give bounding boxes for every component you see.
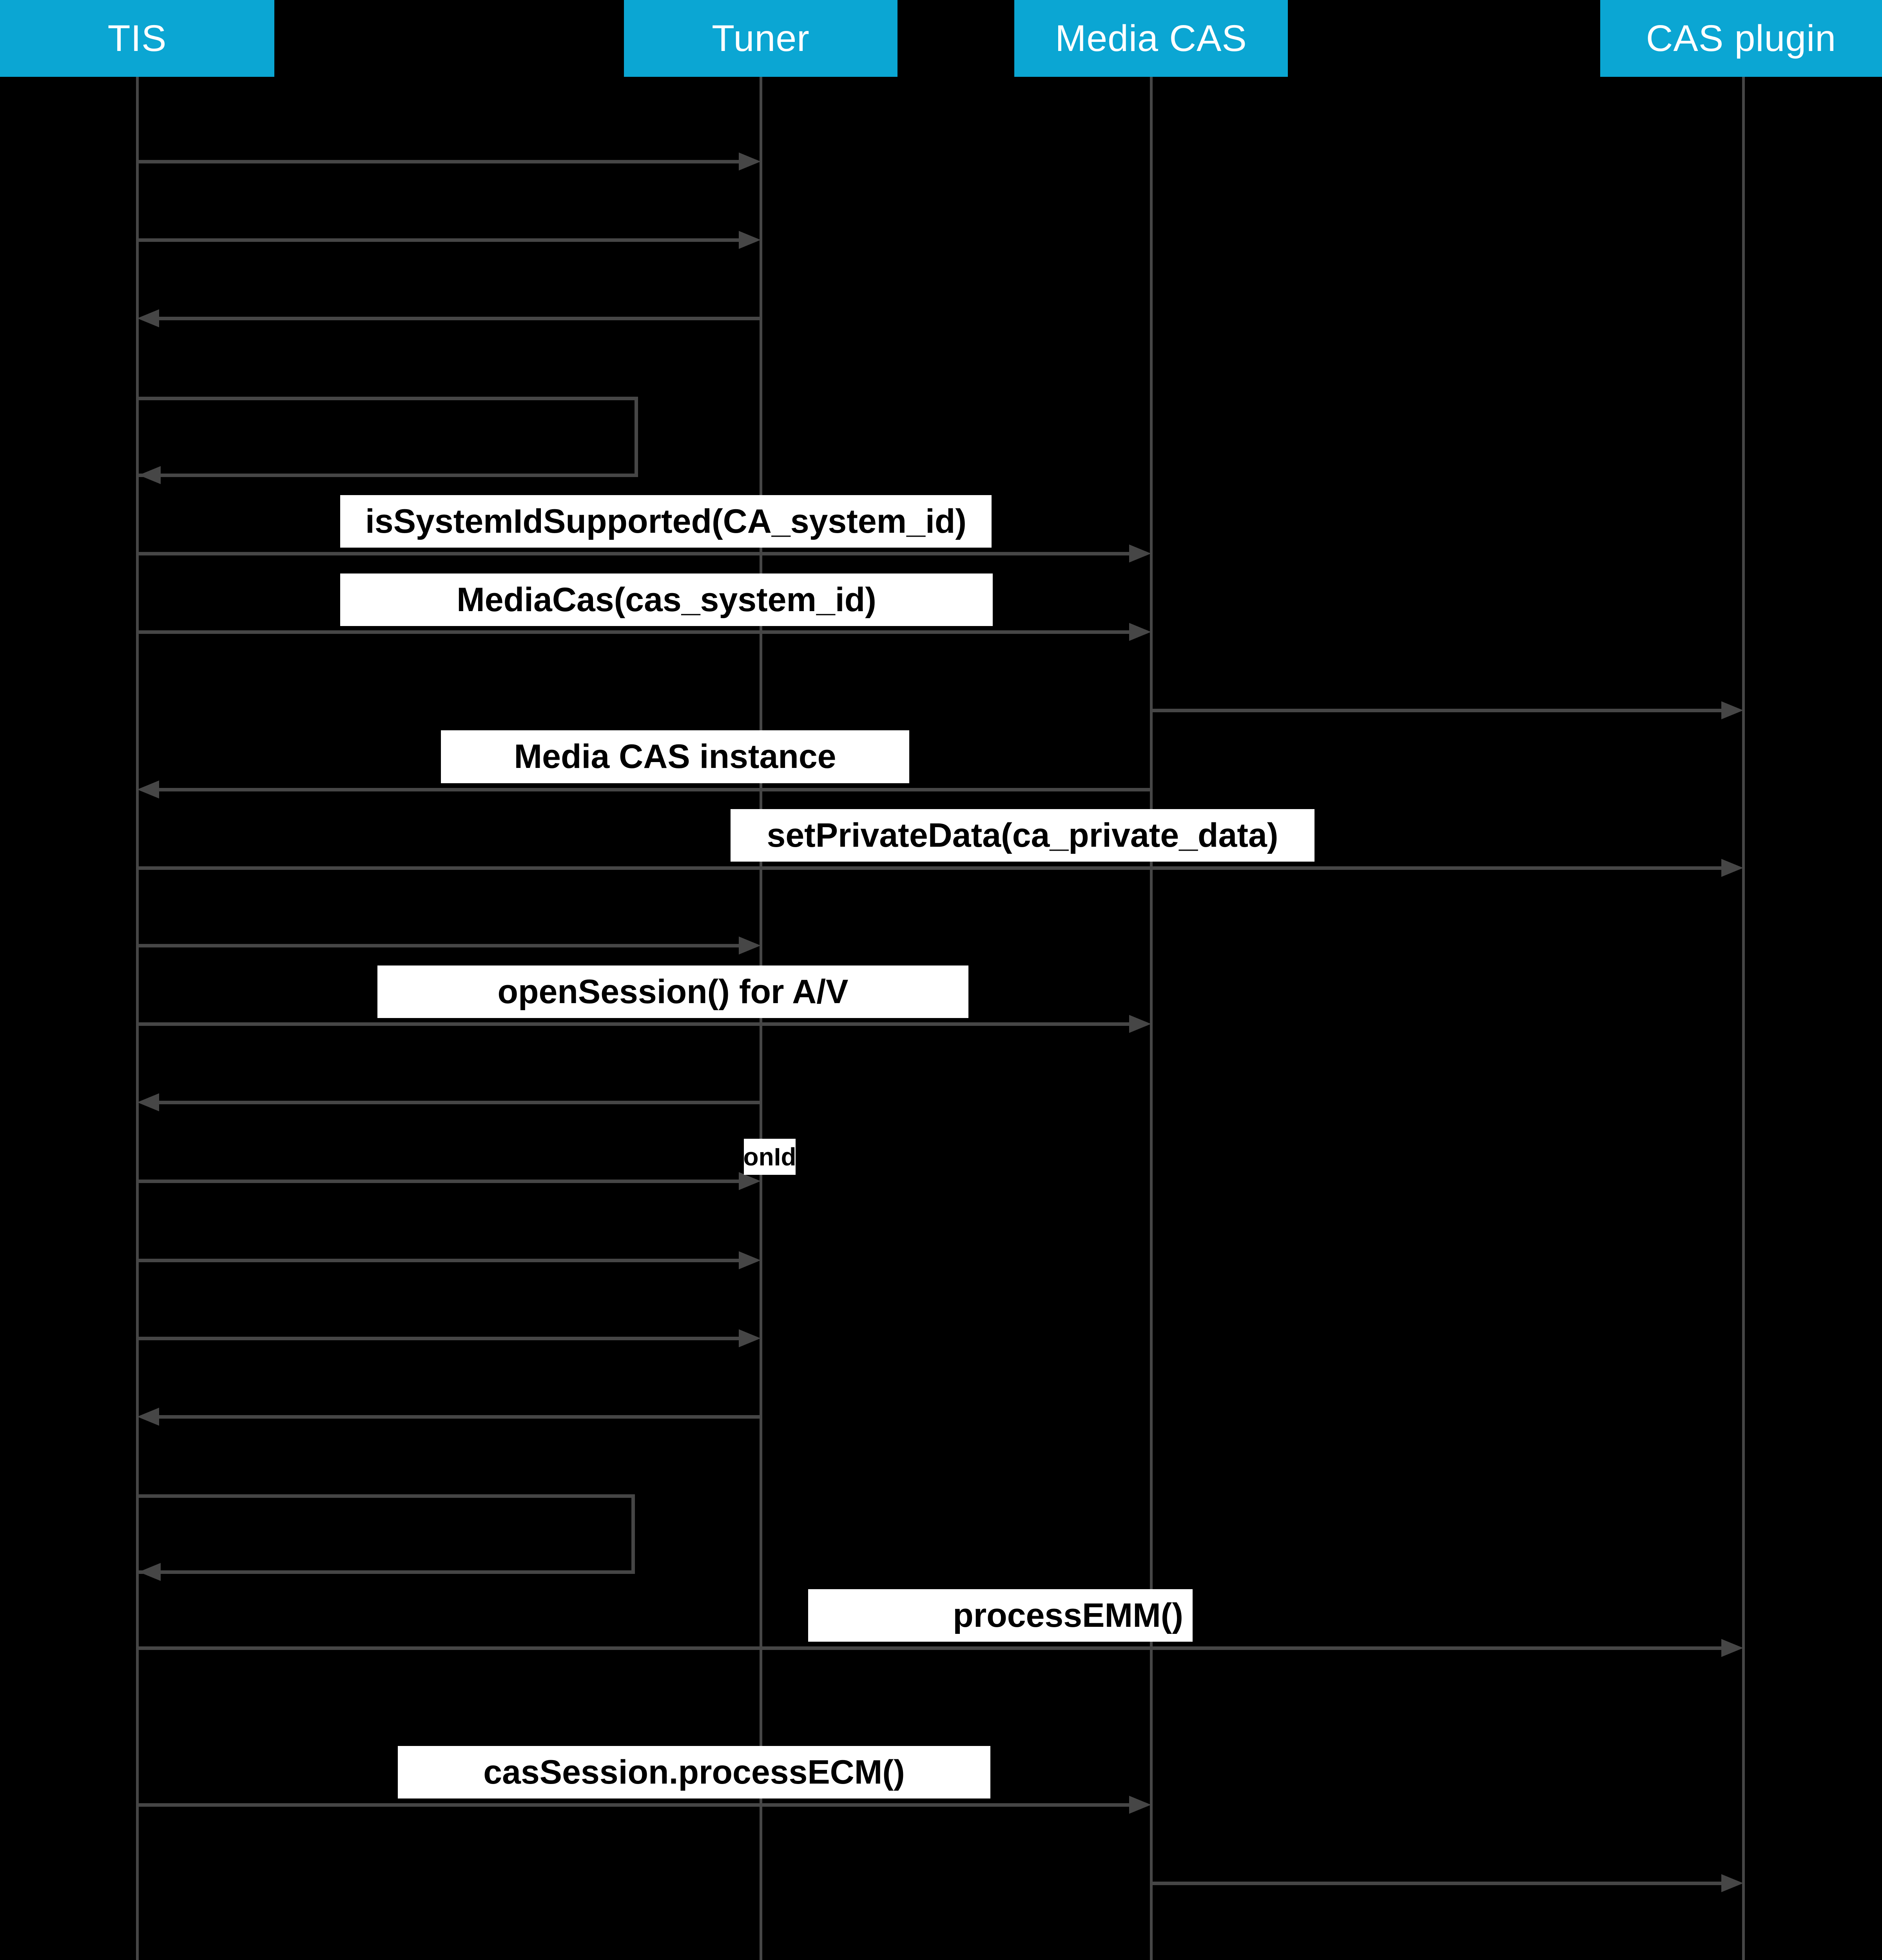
self-message-loop <box>137 1494 635 1574</box>
message-arrowhead <box>1721 1874 1743 1892</box>
message-arrowhead <box>137 309 159 327</box>
message-arrow-line <box>155 317 761 320</box>
actor-header-media-cas: Media CAS <box>1014 0 1288 77</box>
message-arrow-line <box>137 630 1133 634</box>
message-label-text: isSystemIdSupported(CA_system_id) <box>365 502 967 540</box>
message-arrowhead <box>137 1093 159 1111</box>
message-arrowhead <box>739 1251 761 1269</box>
message-label-text: processEMM() <box>953 1596 1183 1634</box>
message-label-text: Media CAS instance <box>514 738 836 775</box>
message-arrow-line <box>137 866 1725 870</box>
lifeline-tis <box>136 77 139 1960</box>
actor-header-cas-plugin: CAS plugin <box>1600 0 1882 77</box>
actor-header-tuner: Tuner <box>624 0 897 77</box>
message-arrow-line <box>1151 709 1725 712</box>
message-arrow-line <box>137 552 1133 555</box>
message-arrowhead <box>1129 544 1151 563</box>
lifeline-media-cas <box>1150 77 1153 1960</box>
message-arrow-line <box>155 1415 761 1419</box>
message-arrowhead <box>1129 1796 1151 1814</box>
message-arrowhead <box>1721 1639 1743 1657</box>
message-label-text: openSession() for A/V <box>497 973 849 1011</box>
message-arrow-line <box>137 1259 743 1262</box>
self-message-arrowhead <box>139 1563 161 1581</box>
message-arrow-line <box>155 788 1151 791</box>
message-label: casSession.processECM() <box>398 1746 990 1798</box>
message-arrowhead <box>739 936 761 955</box>
message-label: isSystemIdSupported(CA_system_id) <box>340 495 992 548</box>
message-arrow-line <box>137 1803 1133 1807</box>
message-arrow-line <box>137 160 743 163</box>
message-arrow-line <box>137 1022 1133 1026</box>
message-arrowhead <box>739 1329 761 1347</box>
message-label-text: setPrivateData(ca_private_data) <box>767 816 1278 854</box>
message-label: setPrivateData(ca_private_data) <box>731 809 1314 862</box>
message-arrow-line <box>155 1101 761 1104</box>
message-label: MediaCas(cas_system_id) <box>340 573 993 626</box>
actor-header-media-cas-label: Media CAS <box>1055 18 1247 59</box>
message-label: openSession() for A/V <box>377 965 968 1018</box>
message-label-text: MediaCas(cas_system_id) <box>457 581 876 619</box>
self-message-loop <box>137 397 638 477</box>
actor-header-tis-label: TIS <box>107 18 167 59</box>
lifeline-cas-plugin <box>1742 77 1745 1960</box>
self-message-arrowhead <box>139 466 161 484</box>
message-arrowhead <box>739 152 761 171</box>
message-arrowhead <box>739 1172 761 1190</box>
message-arrowhead <box>739 231 761 249</box>
message-label-text: casSession.processECM() <box>483 1753 905 1791</box>
message-label: processEMM() <box>808 1589 1193 1642</box>
message-arrow-line <box>137 1337 743 1340</box>
message-arrowhead <box>1721 701 1743 719</box>
actor-header-tuner-label: Tuner <box>712 18 810 59</box>
message-arrowhead <box>1129 623 1151 641</box>
lifeline-tuner <box>760 77 762 1960</box>
message-label: Media CAS instance <box>441 730 909 783</box>
message-arrowhead <box>137 780 159 799</box>
actor-header-cas-plugin-label: CAS plugin <box>1646 18 1837 59</box>
message-arrow-line <box>137 238 743 242</box>
message-arrow-line <box>137 1646 1725 1650</box>
message-arrowhead <box>1129 1015 1151 1033</box>
message-arrow-line <box>137 944 743 947</box>
message-arrow-line <box>1151 1882 1725 1885</box>
message-arrow-line <box>137 1180 743 1183</box>
message-label-text: onId <box>743 1143 796 1171</box>
message-label: onId <box>743 1139 796 1175</box>
message-arrowhead <box>1721 859 1743 877</box>
actor-header-tis: TIS <box>0 0 274 77</box>
message-arrowhead <box>137 1408 159 1426</box>
